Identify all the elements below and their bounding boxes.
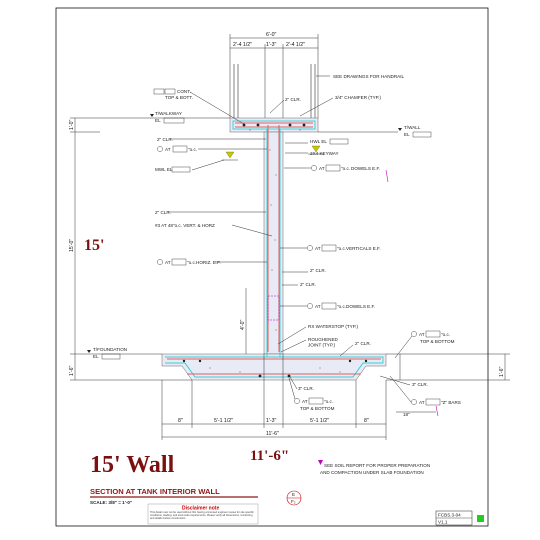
- dim-top-total: 6'-0": [266, 32, 276, 38]
- dim-footing-w: 1'-6": [499, 367, 505, 377]
- label-at-horiz: AT: [165, 260, 171, 265]
- label-horiz-ef: HORIZ. E.F.: [196, 260, 221, 265]
- label-twall-el: EL: [404, 132, 410, 137]
- label-bar3: #3 AT 48"o.c. VERT. & HORZ: [155, 223, 215, 228]
- label-top-bottom-m: TOP & BOTTOM: [300, 406, 335, 411]
- label-keyway: 2X4 KEYWAY: [310, 151, 339, 156]
- label-mwl-el: MWL EL: [155, 167, 173, 172]
- label-hwl-el: HWL EL: [310, 139, 327, 144]
- disclaimer-title: Disclaimer note: [182, 506, 219, 512]
- label-at-left-1: AT: [165, 147, 171, 152]
- label-dowels-ef: DOWELS E.F.: [351, 166, 380, 171]
- label-oc-horiz: "o.c.: [187, 260, 196, 265]
- disclaimer-box: [147, 503, 259, 525]
- dim-top-left: 2'-4 1/2": [233, 42, 252, 48]
- dim-top-right: 2'-4 1/2": [286, 42, 305, 48]
- label-dowels-ef-2: DOWELS E.F.: [346, 304, 375, 309]
- label-twall: T/WALL: [404, 125, 421, 130]
- sheet-border: [55, 7, 489, 527]
- label-top-bottom-r: TOP & BOTTOM: [420, 339, 455, 344]
- wall-title: 15' Wall: [90, 452, 175, 478]
- label-chamfer: 3/4" CHAMFER (TYP.): [335, 95, 381, 100]
- label-walkway: T/WALKWAY: [155, 111, 182, 116]
- label-at-dowels: AT: [319, 166, 325, 171]
- label-at-vert: AT: [315, 246, 321, 251]
- section-title: SECTION AT TANK INTERIOR WALL: [90, 487, 220, 496]
- label-clr-mid: 2" CLR.: [155, 210, 171, 215]
- label-small-w: 18": [403, 412, 410, 417]
- dim-bot-mid: 1'-3": [266, 418, 276, 424]
- callout-bottom: F₂: [291, 499, 296, 504]
- label-oc-dowels-2: "o.c.: [337, 304, 346, 309]
- big-height-label: 15': [84, 237, 104, 254]
- handrail-posts: [233, 64, 330, 118]
- sheet-rev: V1.1: [438, 520, 448, 525]
- sheet-id: FCBS.3-04: [438, 513, 461, 518]
- dim-bot-right: 5'-1 1/2": [310, 418, 329, 424]
- label-clr3-m: 3" CLR.: [298, 386, 314, 391]
- dim-top-mid: 1'-3": [266, 42, 276, 48]
- label-clr-b: 2" CLR.: [310, 268, 326, 273]
- label-waterstop: RX WATERSTOP (TYP.): [308, 324, 358, 329]
- label-at-z: AT: [419, 400, 425, 405]
- label-clr-slab: 2" CLR.: [355, 341, 371, 346]
- label-foundation-el: EL: [93, 354, 99, 359]
- disclaimer-body: This detail must not be used without fir…: [150, 511, 254, 520]
- label-oc-slab-r: "o.c.: [441, 332, 450, 337]
- label-at-dowels-2: AT: [315, 304, 321, 309]
- section-scale: SCALE: 3/8" = 1'-0": [90, 500, 132, 505]
- label-top-bott: TOP & BOTT.: [165, 95, 193, 100]
- big-span-label: 11'-6": [250, 448, 289, 464]
- status-indicator: [477, 515, 484, 522]
- dim-bot-slab: 1'-6": [69, 366, 75, 376]
- label-clr3-r: 3" CLR.: [412, 382, 428, 387]
- label-oc-left-1: "o.c.: [188, 147, 197, 152]
- label-at-slab-r: AT: [419, 332, 425, 337]
- label-oc-dowels: "o.c.: [341, 166, 350, 171]
- dim-bot-8-left: 8": [178, 418, 183, 424]
- label-soil-note-2: AND COMPACTION UNDER SLAB FOUNDATION: [320, 470, 424, 475]
- label-verticals: VERTICALS E.F.: [346, 246, 381, 251]
- wall-section: [161, 117, 387, 381]
- label-z-bars: "Z" BARS: [441, 400, 461, 405]
- top-dimensions: 6'-0" 2'-4 1/2" 1'-3" 2'-4 1/2": [229, 32, 319, 118]
- dim-top-cap: 1'-0": [69, 120, 75, 130]
- label-at-m: AT: [302, 399, 308, 404]
- label-walkway-el: EL: [155, 118, 161, 123]
- dim-small-h: 4'-0": [240, 320, 246, 330]
- label-clr-c: 2" CLR.: [300, 282, 316, 287]
- dim-bot-total: 11'-6": [266, 431, 279, 437]
- dim-bot-left: 5'-1 1/2": [214, 418, 233, 424]
- label-handrail: SEE DRAWINGS FOR HANDRAIL: [333, 74, 404, 79]
- dim-left-height: 15'-0": [69, 239, 75, 252]
- label-oc-m: "o.c.: [324, 399, 333, 404]
- label-cont: CONT.: [177, 89, 191, 94]
- bottom-dimensions: 8" 5'-1 1/2" 1'-3" 5'-1 1/2" 8" 11'-6": [161, 354, 387, 440]
- label-oc-vert: "o.c.: [337, 246, 346, 251]
- label-foundation: T/FOUNDATION: [93, 347, 127, 352]
- label-clr-left: 2" CLR.: [157, 137, 173, 142]
- label-soil-note-1: SEE SOIL REPORT FOR PROPER PREPARATION: [324, 463, 430, 468]
- dim-bot-8-right: 8": [364, 418, 369, 424]
- callout-top: E: [292, 492, 295, 497]
- label-clr-top: 2" CLR.: [285, 97, 301, 102]
